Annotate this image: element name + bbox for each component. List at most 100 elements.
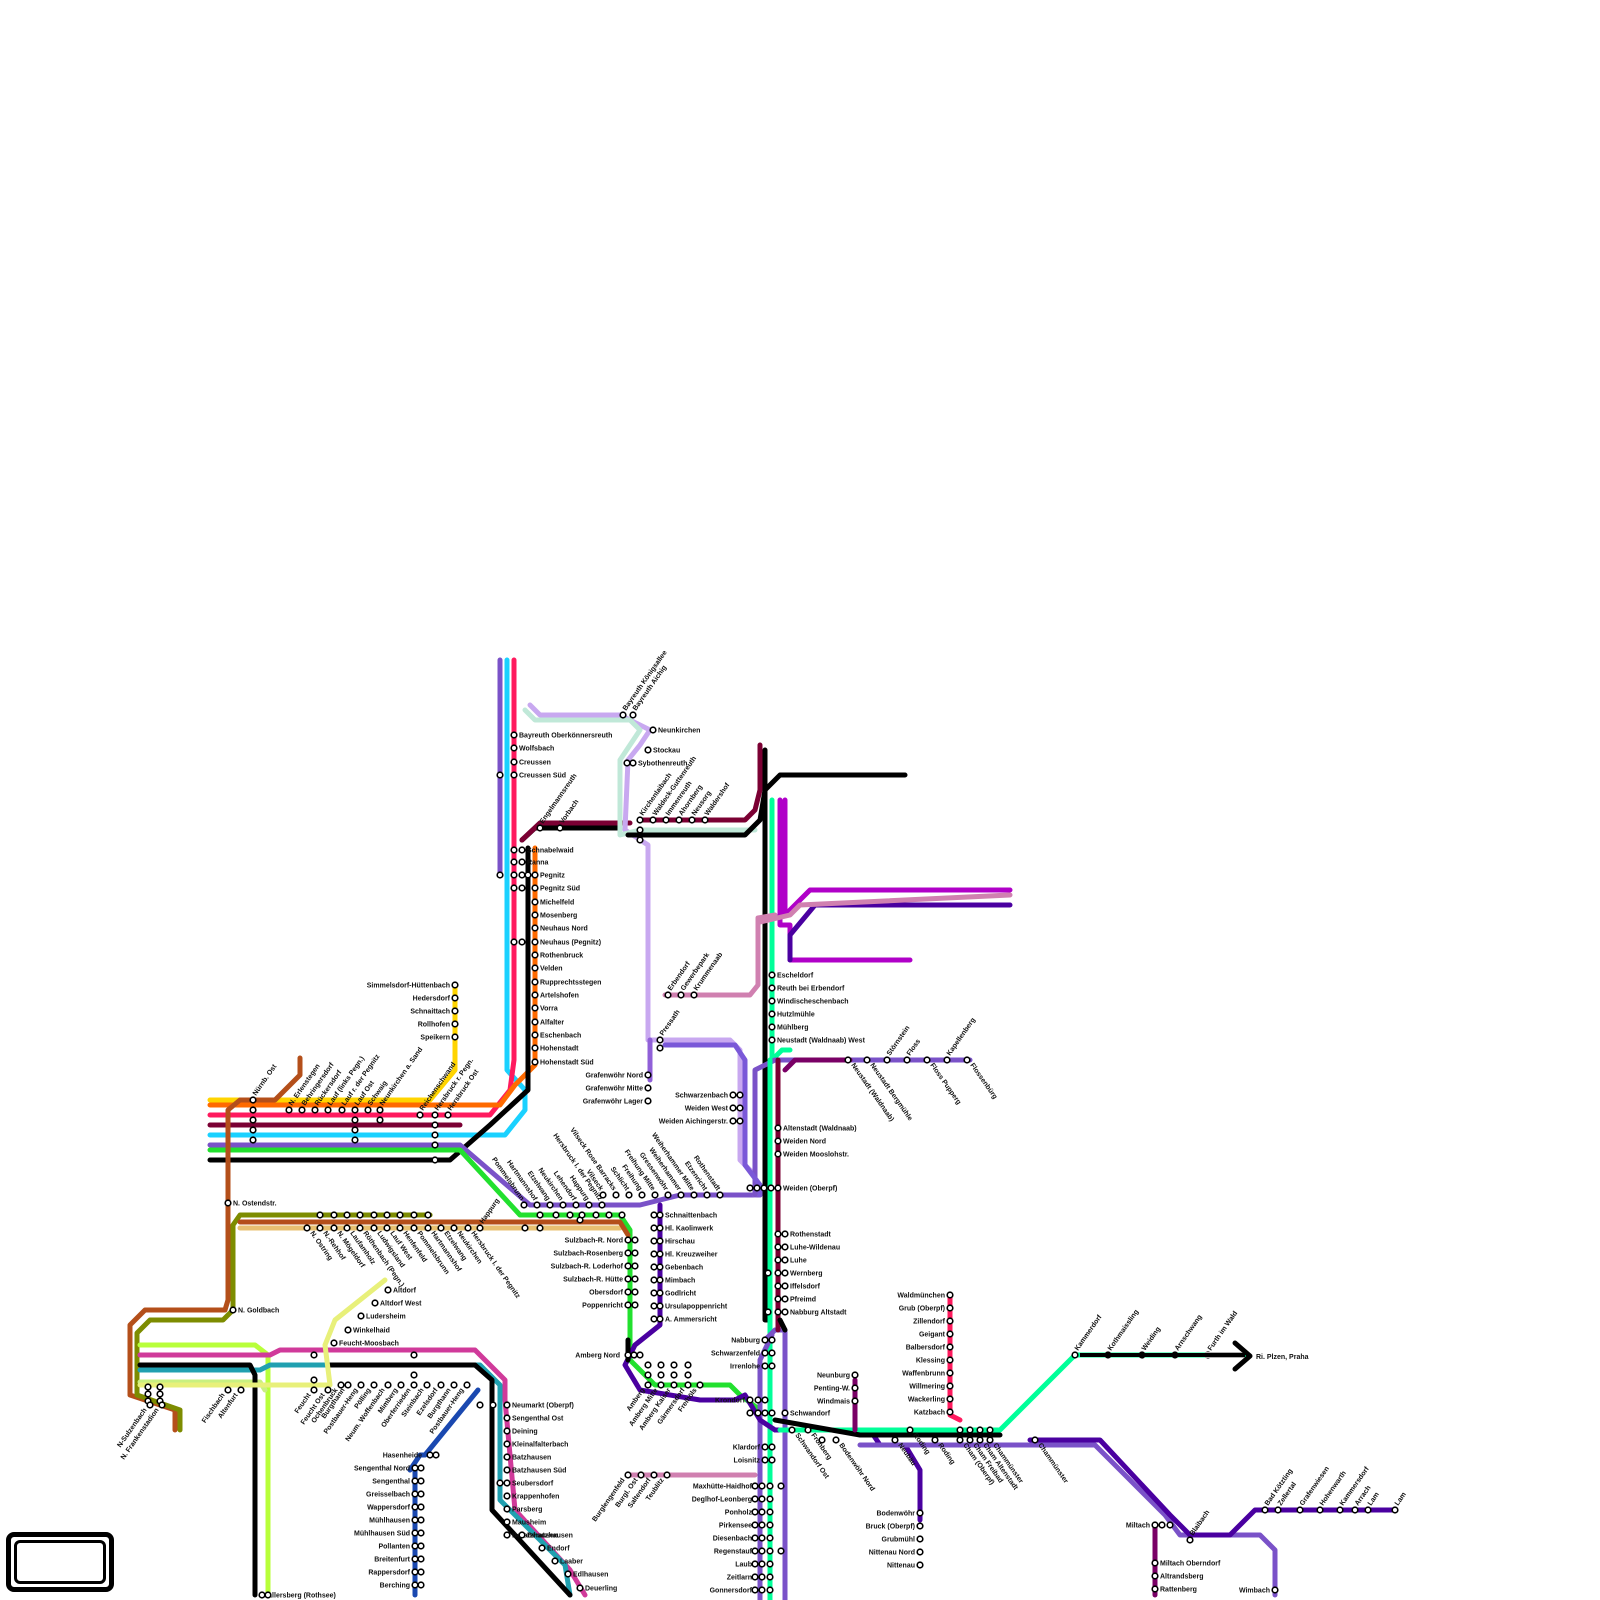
station[interactable]: Grafenwöhr Mitte — [585, 1085, 650, 1092]
station[interactable]: Pfreimd — [782, 1296, 816, 1303]
station[interactable]: Weiden Aichingerstr. — [659, 1118, 736, 1125]
station[interactable]: Loisnitz — [734, 1457, 768, 1464]
station[interactable] — [657, 1045, 663, 1051]
station[interactable] — [418, 1569, 424, 1575]
station[interactable] — [331, 1212, 337, 1218]
station[interactable]: Neuhaus Nord — [532, 925, 588, 932]
station[interactable]: Neubäu — [892, 1437, 917, 1467]
station[interactable] — [311, 1377, 317, 1383]
station[interactable] — [765, 1309, 771, 1315]
station[interactable]: Sengenthal — [372, 1478, 418, 1485]
station[interactable]: Windischeschenbach — [769, 998, 848, 1005]
station[interactable] — [418, 1530, 424, 1536]
station[interactable] — [767, 1574, 773, 1580]
station[interactable]: Laub — [735, 1561, 758, 1568]
station[interactable]: Klessing — [916, 1357, 953, 1364]
station[interactable] — [769, 1363, 775, 1369]
station[interactable]: Bruck (Oberpf) — [866, 1523, 923, 1530]
station[interactable]: Ludersheim — [358, 1313, 405, 1320]
station[interactable] — [497, 1480, 503, 1486]
station[interactable] — [769, 1410, 775, 1416]
station[interactable] — [511, 859, 517, 865]
station[interactable] — [317, 1212, 323, 1218]
station[interactable]: Balbersdorf — [906, 1344, 953, 1351]
station[interactable] — [632, 1263, 638, 1269]
station[interactable] — [671, 1362, 677, 1368]
station[interactable] — [769, 1457, 775, 1463]
station[interactable] — [768, 1185, 774, 1191]
station[interactable] — [762, 1397, 768, 1403]
station[interactable] — [537, 1212, 543, 1218]
station[interactable] — [418, 1491, 424, 1497]
station[interactable]: Batzhausen — [504, 1454, 551, 1461]
station[interactable] — [511, 872, 517, 878]
station[interactable]: Simmelsdorf-Hüttenbach — [367, 982, 458, 989]
station[interactable]: Krappenhofen — [504, 1493, 559, 1500]
station[interactable]: Nabburg — [731, 1337, 768, 1344]
station[interactable]: A. Ammersricht — [657, 1316, 717, 1323]
station[interactable] — [631, 1352, 637, 1358]
station[interactable] — [775, 1244, 781, 1250]
station[interactable]: Schwandorf — [782, 1410, 831, 1417]
station[interactable] — [537, 1225, 543, 1231]
station[interactable]: Flossenbürg — [964, 1057, 998, 1100]
station[interactable] — [759, 1587, 765, 1593]
station[interactable]: Wackerling — [908, 1396, 953, 1403]
station[interactable]: Beratzhausen — [519, 1532, 573, 1539]
station[interactable] — [619, 1212, 625, 1218]
station[interactable] — [519, 872, 525, 878]
station[interactable] — [759, 1483, 765, 1489]
station[interactable] — [511, 885, 517, 891]
station[interactable] — [352, 1127, 358, 1133]
station[interactable]: Zeitlarn — [727, 1574, 758, 1581]
station[interactable] — [418, 1478, 424, 1484]
station[interactable] — [477, 1402, 483, 1408]
station[interactable]: Mosenberg — [532, 912, 577, 919]
station[interactable]: Sulzbach-R. Loderhof — [551, 1263, 631, 1270]
station[interactable] — [250, 1127, 256, 1133]
station[interactable]: Diesenbach — [713, 1535, 758, 1542]
station[interactable]: Luhe-Wildenau — [782, 1244, 840, 1251]
station[interactable] — [371, 1212, 377, 1218]
station[interactable] — [759, 1522, 765, 1528]
station[interactable]: Wernberg — [782, 1270, 822, 1277]
station[interactable] — [778, 1548, 784, 1554]
station[interactable]: Nittenau Nord — [869, 1549, 923, 1556]
station[interactable] — [632, 1237, 638, 1243]
station[interactable]: Breitenfurt — [374, 1556, 418, 1563]
station[interactable]: Rappersdorf — [368, 1569, 417, 1576]
station[interactable]: Sybothenreuth — [630, 760, 687, 767]
station[interactable] — [433, 1452, 439, 1458]
station[interactable] — [819, 1437, 825, 1443]
station[interactable]: Hirschau — [657, 1238, 695, 1245]
station[interactable] — [1159, 1522, 1165, 1528]
station[interactable]: Altenstadt (Waldnaab) — [775, 1125, 856, 1132]
station[interactable]: Mühlhausen — [369, 1517, 418, 1524]
station[interactable] — [651, 1277, 657, 1283]
station[interactable] — [775, 1283, 781, 1289]
station[interactable] — [624, 760, 630, 766]
station[interactable]: Mühlberg — [769, 1024, 808, 1031]
station[interactable]: Kothmaissling — [1105, 1309, 1140, 1358]
station[interactable]: Penting-W. — [814, 1385, 858, 1392]
station[interactable]: Ranna — [519, 859, 548, 866]
station[interactable]: Laaber — [552, 1558, 583, 1565]
station[interactable]: Neustadt (Waldnaab) West — [769, 1037, 865, 1044]
station[interactable] — [418, 1504, 424, 1510]
station[interactable] — [145, 1391, 151, 1397]
station[interactable] — [987, 1427, 993, 1433]
station[interactable]: Endorf — [539, 1545, 570, 1552]
station[interactable]: Hohenstadt — [532, 1045, 579, 1052]
station[interactable] — [525, 872, 531, 878]
station[interactable] — [250, 1107, 256, 1113]
station[interactable] — [754, 1185, 760, 1191]
station[interactable]: Schnaittach — [410, 1008, 457, 1015]
station[interactable] — [637, 827, 643, 833]
station[interactable] — [265, 1592, 271, 1598]
station[interactable] — [767, 1496, 773, 1502]
station[interactable]: Neuhaus (Pegnitz) — [532, 939, 601, 946]
station[interactable]: Pollanten — [378, 1543, 417, 1550]
station[interactable] — [651, 1225, 657, 1231]
station[interactable]: Hohenstadt Süd — [532, 1059, 593, 1066]
station[interactable] — [685, 1372, 691, 1378]
